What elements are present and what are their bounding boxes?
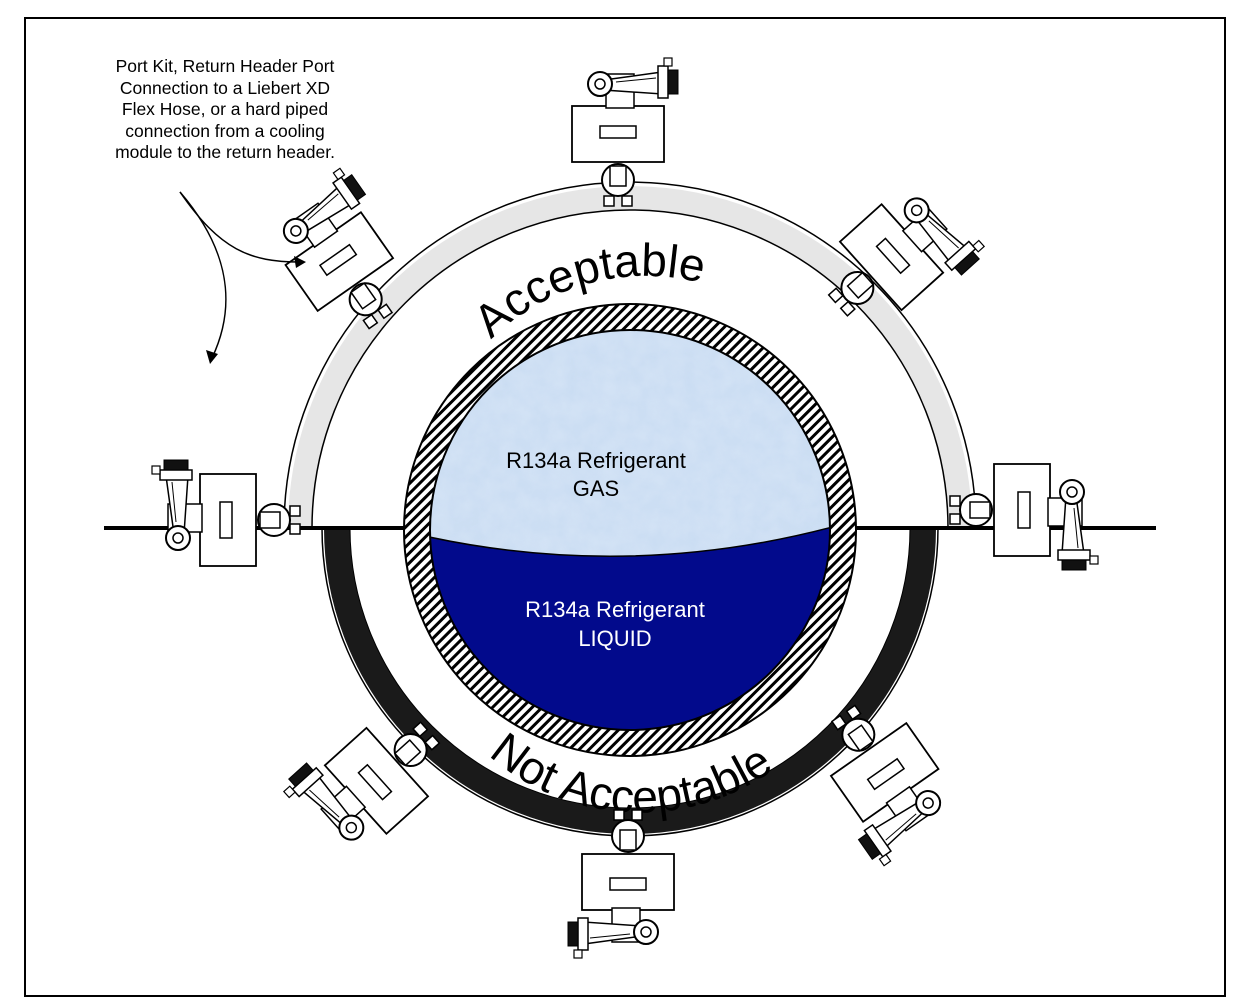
liquid-region bbox=[430, 524, 830, 730]
port-kit-lower-right bbox=[793, 686, 967, 871]
callout-text: Port Kit, Return Header Port Connection … bbox=[115, 56, 335, 162]
callout-arrow-upper bbox=[179, 191, 301, 263]
port-kit-upper-left bbox=[257, 163, 431, 348]
liquid-label-line2: LIQUID bbox=[578, 626, 651, 651]
gas-label-line2: GAS bbox=[573, 476, 619, 501]
port-kit-left bbox=[151, 459, 301, 567]
callout-arrow-lower bbox=[179, 191, 227, 359]
liquid-label-line1: R134a Refrigerant bbox=[525, 597, 705, 622]
gas-label-line1: R134a Refrigerant bbox=[506, 448, 686, 473]
port-kit-lower-left bbox=[278, 687, 462, 867]
